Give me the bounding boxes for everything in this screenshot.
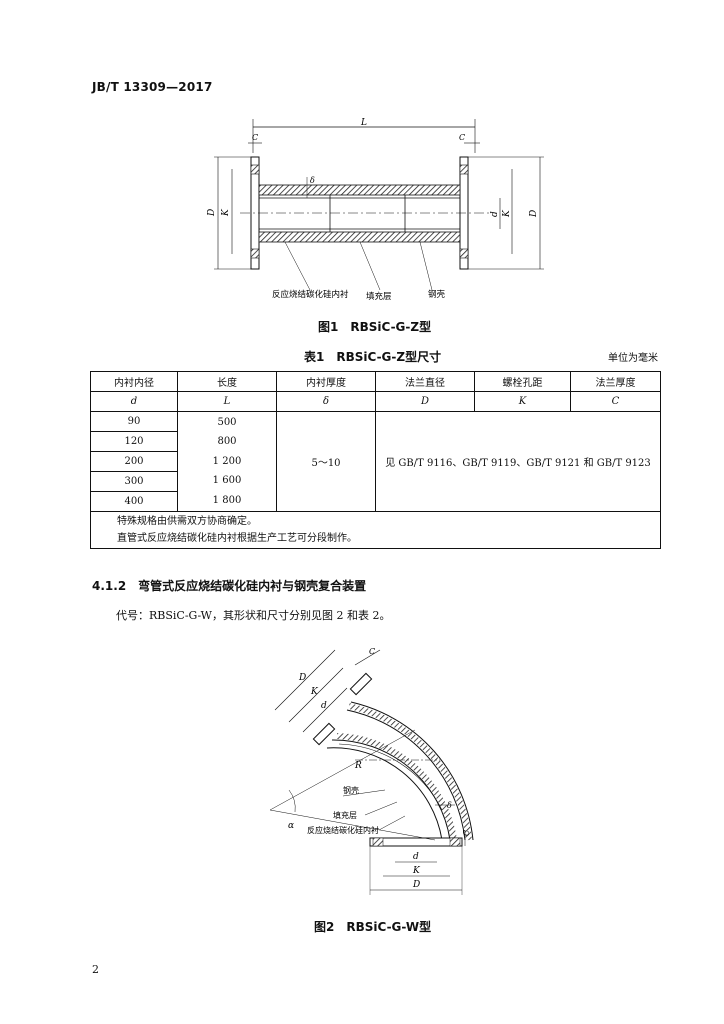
cell-L: 1 200 [212, 455, 242, 467]
cell-d: 200 [90, 451, 178, 472]
table-notes: 特殊规格由供需双方协商确定。 直管式反应烧结碳化硅内衬根据生产工艺可分段制作。 [90, 511, 661, 549]
cell-d: 300 [90, 471, 178, 492]
callout-shell: 钢壳 [343, 785, 359, 795]
header-cell: 内衬厚度 [276, 371, 376, 392]
symbol-cell: K [474, 391, 571, 412]
table1: 内衬内径 长度 内衬厚度 法兰直径 螺栓孔距 法兰厚度 d L δ D K C … [90, 371, 661, 549]
table1-title: 表1 RBSiC-G-Z型尺寸 [304, 350, 442, 364]
table-symbol-row: d L δ D K C [90, 391, 661, 412]
cell-flange-ref: 见 GB/T 9116、GB/T 9119、GB/T 9121 和 GB/T 9… [375, 411, 661, 512]
dim-R: R [354, 761, 362, 771]
section-body: 代号：RBSiC-G-W，其形状和尺寸分别见图 2 和表 2。 [116, 609, 391, 622]
table1-unit: 单位为毫米 [608, 353, 658, 364]
callout-filler: 填充层 [366, 291, 392, 302]
cell-L-group: 500 800 1 200 1 600 1 800 [177, 411, 277, 512]
dim-K-right: K [502, 209, 512, 218]
cell-L: 1 800 [212, 494, 242, 506]
dim-d-bottom: d [413, 852, 419, 862]
symbol-cell: δ [276, 391, 376, 412]
dim-d-right: d [490, 211, 500, 217]
dim-delta: δ [447, 801, 452, 810]
figure1-drawing: L C C δ D K d K D 反应烧结碳化硅内衬 填充层 钢壳 [207, 118, 544, 302]
dim-K-left: K [221, 208, 231, 217]
dim-d-top: d [321, 701, 327, 711]
cell-d: 120 [90, 431, 178, 452]
callout-filler: 填充层 [333, 810, 357, 820]
header-cell: 法兰直径 [375, 371, 475, 392]
figure2-caption: 图2 RBSiC-G-W型 [314, 920, 432, 934]
symbol-cell: L [177, 391, 277, 412]
symbol-cell: D [375, 391, 475, 412]
section-heading: 4.1.2 弯管式反应烧结碳化硅内衬与钢壳复合装置 [92, 579, 367, 593]
note-1: 特殊规格由供需双方协商确定。 [117, 516, 257, 527]
cell-thickness: 5～10 [276, 411, 376, 512]
document-id: JB/T 13309—2017 [92, 80, 213, 94]
callout-shell: 钢壳 [428, 289, 446, 300]
dim-L: L [360, 118, 367, 128]
dim-C-left: C [252, 133, 258, 142]
table-header-row: 内衬内径 长度 内衬厚度 法兰直径 螺栓孔距 法兰厚度 [90, 371, 661, 392]
cell-d: 90 [90, 411, 178, 432]
callout-lining: 反应烧结碳化硅内衬 [272, 289, 349, 300]
dim-C-top: C [369, 647, 375, 656]
table-note-row: 特殊规格由供需双方协商确定。 直管式反应烧结碳化硅内衬根据生产工艺可分段制作。 [90, 511, 661, 549]
page-number: 2 [92, 963, 99, 976]
header-cell: 内衬内径 [90, 371, 178, 392]
table-row: 90 500 800 1 200 1 600 1 800 5～10 见 GB/T… [90, 411, 661, 512]
callout-lining: 反应烧结碳化硅内衬 [307, 825, 379, 835]
dim-D-right: D [529, 210, 539, 218]
header-cell: 法兰厚度 [570, 371, 661, 392]
header-cell: 长度 [177, 371, 277, 392]
header-cell: 螺栓孔距 [474, 371, 571, 392]
dim-C-right: C [462, 830, 471, 836]
cell-d: 400 [90, 491, 178, 512]
note-2: 直管式反应烧结碳化硅内衬根据生产工艺可分段制作。 [117, 533, 357, 544]
dim-alpha: α [288, 821, 294, 831]
dim-delta: δ [310, 176, 315, 185]
symbol-cell: d [90, 391, 178, 412]
dim-D-bottom: D [412, 880, 420, 890]
figure1-caption: 图1 RBSiC-G-Z型 [318, 320, 432, 334]
figure2-drawing: R α D K d C δ C d K D 钢壳 填充层 反应烧结碳化硅内衬 [269, 647, 474, 895]
symbol-cell: C [570, 391, 661, 412]
cell-L: 800 [217, 436, 237, 448]
dim-K-bottom: K [412, 866, 421, 876]
dim-K-top: K [310, 687, 319, 697]
dim-C-right: C [459, 133, 465, 142]
cell-L: 500 [217, 416, 237, 428]
dim-D-top: D [298, 673, 306, 683]
cell-L: 1 600 [212, 475, 242, 487]
dim-D-left: D [207, 209, 217, 217]
